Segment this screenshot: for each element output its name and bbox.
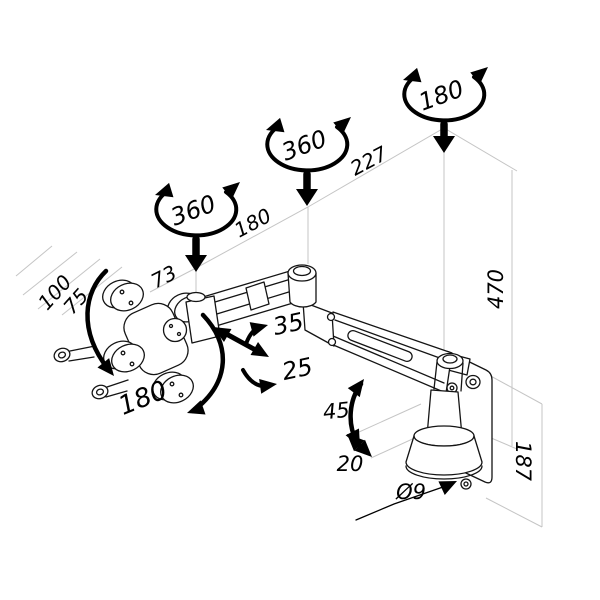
head-pivot-post [186,291,206,303]
label-dim-187: 187 [511,441,535,482]
link-lug-upper-pin [449,385,455,391]
pan-arc-left [85,268,111,372]
rotation-indicator-elbow [263,111,356,206]
label-dim-25: 25 [279,352,315,386]
clamp-stub-a [53,347,71,363]
elbow-pin-bottom [327,337,337,347]
elbow-cap-inner [292,265,312,277]
wall-pivot-column [405,352,483,490]
vesa-dim-line-2 [22,251,78,296]
dim-20-ext-1 [347,403,422,438]
clamp-stub-b-inner [95,388,105,396]
pad-bottom-left [111,343,145,373]
wall-pivot-cap-inner [442,354,458,364]
elbow-cap [287,264,317,282]
anchor-screw-inner [463,481,469,487]
label-elbow-swivel: 360 [278,124,331,166]
pan-arc-right [190,312,225,414]
wall-pivot-sides [433,361,464,392]
tilt-arrowhead-down-icon [250,342,273,364]
clamp-stub-b [91,384,109,400]
wall-plate-hole-inner [469,378,477,386]
anchor-screw [460,478,472,490]
pad-bl-hole-1 [120,350,126,356]
cup-rim [405,465,483,480]
pad-bl-hole-2 [129,361,135,367]
swing-indicator [341,374,378,463]
pan-rotation-indicator [85,268,225,421]
label-dim-35: 35 [270,307,306,341]
label-dim-hole: Ø9 [395,480,426,504]
dim-187-top-ext [486,373,543,405]
cup-bell [405,435,483,476]
rotate-ccw-arrowhead-icon [263,117,285,138]
label-dim-20: 20 [337,452,364,476]
tilt-indicator [209,317,279,394]
gas-arm-inner-bottom [332,335,445,384]
gas-spring-arm [302,301,453,394]
rotation-indicator-wall [400,61,493,153]
axis-arrowhead-icon [433,136,455,153]
stub-b-links [105,379,129,398]
head-knob-dot-1 [168,323,174,329]
elbow-cylinder [287,272,317,308]
elbow-pin-top [326,312,336,322]
pad-tl-hole-1 [119,289,125,295]
label-wall-swivel: 180 [415,74,468,116]
label-dim-45: 45 [322,398,351,425]
head-knob-face [162,317,188,343]
rotate-cw-arrowhead-icon [222,176,245,199]
vesa-head [53,279,221,404]
dim-187-bottom-ext [485,497,543,528]
pad-bottom-right [160,374,194,404]
axis-arrowhead-icon [296,189,318,206]
rotation-indicator-head [152,176,245,272]
head-knob-dot-2 [176,331,182,337]
leader-arrowhead-icon [438,474,461,495]
pad-tl-hole-2 [128,300,134,306]
vesa-dim-line-3 [37,258,101,310]
elbow-link-bracket [302,301,335,347]
wall-plate-hole [465,374,481,390]
head-clamp-block [185,295,221,344]
label-head-swivel: 360 [167,189,220,231]
clamp-stub-a-inner [57,351,67,359]
gas-arm-inner-top [334,319,449,362]
stub-a-links [68,345,96,362]
wall-pivot-cap [436,352,464,370]
pad-br-hole-1 [169,381,175,387]
front-arm-collar [245,281,270,311]
pad-top-left [110,282,144,312]
label-dim-73: 73 [147,260,181,293]
swing-arrowhead-top-icon [347,374,370,398]
leader-line [355,486,444,521]
label-dim-227: 227 [346,141,391,180]
axis-arrowhead-icon [185,255,207,272]
rotate-cw-arrowhead-icon [470,61,493,84]
vesa-dim-line-1 [15,245,53,277]
hole-diameter-leader [355,474,461,521]
gas-spring-slot [347,329,413,363]
rotate-ccw-arrowhead-icon [152,182,174,203]
rotate-cw-arrowhead-icon [333,111,356,134]
label-dim-470: 470 [484,269,508,309]
rotate-ccw-arrowhead-icon [400,67,422,88]
tilt-down-curve-arrowhead-icon [259,376,279,394]
elbow-joint [287,264,317,308]
pad-br-hole-2 [178,392,184,398]
